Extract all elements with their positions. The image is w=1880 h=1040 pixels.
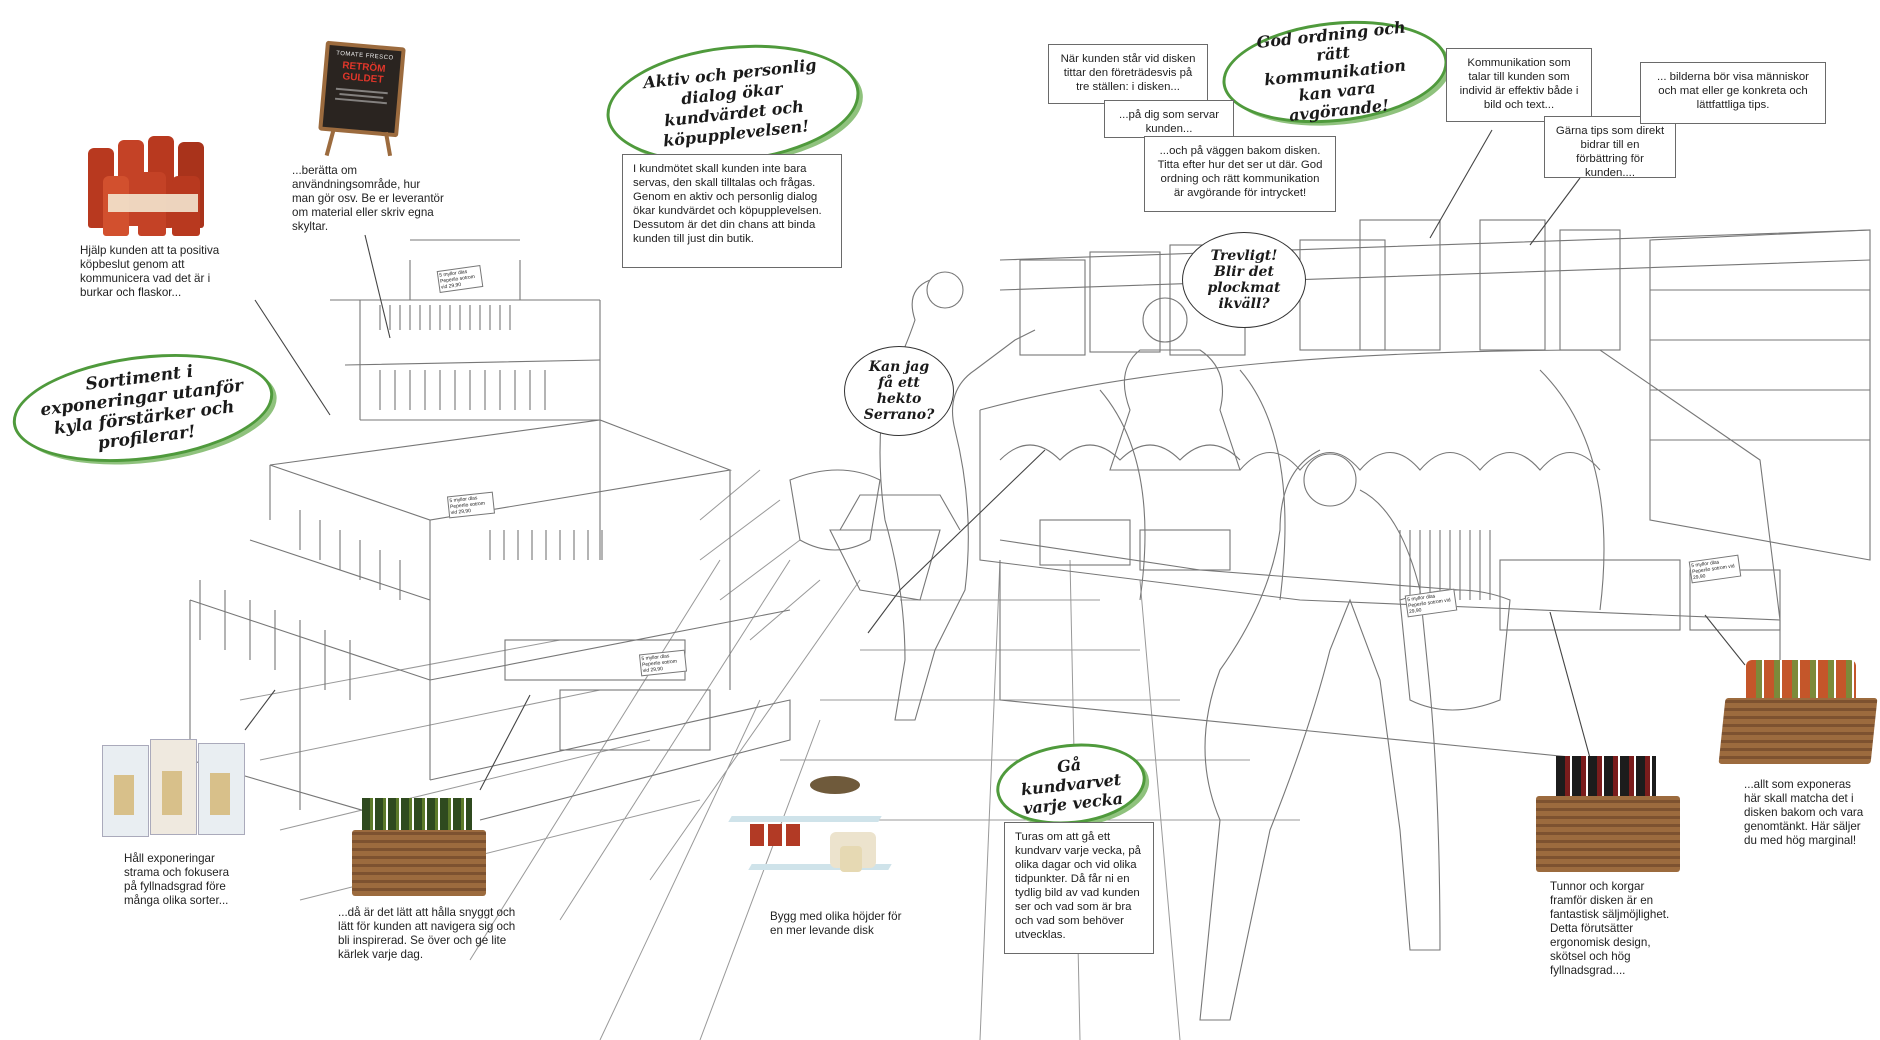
- box-bilderna: ... bilderna bör visa människor och mat …: [1640, 62, 1826, 124]
- note-exponeringar: Håll exponeringar strama och fokusera på…: [124, 852, 230, 907]
- heading-kundvarv-text: Gå kundvarvet varje vecka: [1020, 754, 1124, 818]
- people: [829, 271, 1441, 1021]
- speech-trevligt-text: Trevligt! Blir det plockmat ikväll?: [1207, 248, 1281, 312]
- note-anvandning: ...berätta om användningsområde, hur man…: [292, 164, 444, 233]
- speech-serrano-text: Kan jag få ett hekto Serrano?: [863, 359, 935, 423]
- box-kommunikation: Kommunikation som talar till kunden som …: [1446, 48, 1592, 122]
- chalkboard-icon: TOMATE FRESCO RETRÖM GULDET: [318, 40, 406, 157]
- note-burkar: Hjälp kunden att ta positiva köpbeslut g…: [80, 244, 220, 299]
- box-kundmotet: I kundmötet skall kunden inte bara serva…: [622, 154, 842, 268]
- note-hojder: Bygg med olika höjder för en mer levande…: [770, 910, 902, 937]
- oil-basket-icon: [352, 798, 486, 898]
- jar-basket-icon: [1718, 660, 1878, 770]
- wine-basket-icon: [1536, 756, 1680, 872]
- speech-trevligt: Trevligt! Blir det plockmat ikväll?: [1182, 232, 1306, 328]
- note-tunnor: Tunnor och korgar framför disken är en f…: [1550, 880, 1670, 977]
- pasta-box-icon: [102, 735, 252, 837]
- box-disken: När kunden står vid disken tittar den fö…: [1048, 44, 1208, 104]
- box-vaggen: ...och på väggen bakom disken. Titta eft…: [1144, 136, 1336, 212]
- box-turas: Turas om att gå ett kundvarv varje vecka…: [1004, 822, 1154, 954]
- box-garna: Gärna tips som direkt bidrar till en för…: [1544, 116, 1676, 179]
- speech-serrano: Kan jag få ett hekto Serrano?: [844, 346, 954, 436]
- cheese-stand-icon: [728, 776, 892, 886]
- display-table: [189, 239, 791, 831]
- note-matcha: ...allt som exponeras här skall matcha d…: [1744, 778, 1864, 847]
- heading-ordning-text: God ordning och rätt kommunikation kan v…: [1255, 16, 1407, 125]
- jar-group-icon: [88, 136, 218, 236]
- chalkboard-title: RETRÖM GULDET: [341, 60, 386, 86]
- pointer-lines: [244, 129, 1746, 791]
- note-snyggt: ...då är det lätt att hålla snyggt och l…: [338, 906, 516, 961]
- box-servar: ...på dig som servar kunden...: [1104, 100, 1234, 138]
- heading-dialog-text: Aktiv och personlig dialog ökar kundvärd…: [642, 55, 818, 151]
- deli-counter: [789, 219, 1871, 761]
